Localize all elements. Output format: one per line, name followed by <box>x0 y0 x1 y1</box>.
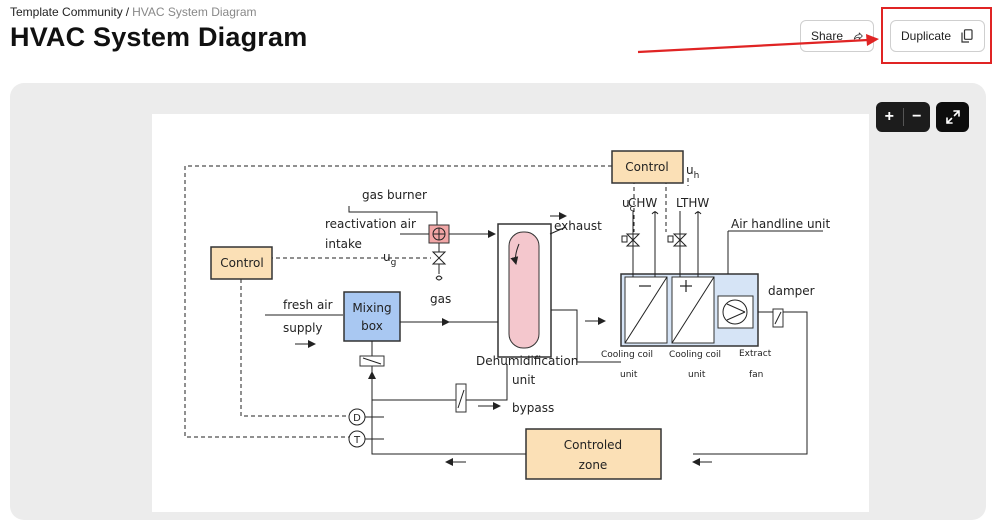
damper-label: damper <box>768 284 815 298</box>
u-g-label: ug <box>383 250 396 268</box>
page-title: HVAC System Diagram <box>10 22 308 52</box>
gas-valve-symbol <box>431 251 447 265</box>
zoom-divider <box>902 108 904 126</box>
gas-burner-label: gas burner <box>362 188 427 202</box>
lthw-label: LTHW <box>676 196 709 210</box>
breadcrumb-separator: / <box>125 5 130 19</box>
annotation-highlight-box <box>881 7 992 64</box>
fresh-air-label: fresh air <box>283 298 333 312</box>
breadcrumb-root-link[interactable]: Template Community <box>10 5 123 19</box>
svg-text:Control: Control <box>625 160 668 174</box>
copy-icon <box>961 29 973 43</box>
cooling-coil-label-2: Cooling coil <box>669 350 721 360</box>
duplicate-button[interactable]: Duplicate <box>890 20 985 52</box>
svg-text:D: D <box>353 413 361 424</box>
expand-icon <box>945 110 960 124</box>
cooling-coil-unit-2: unit <box>688 370 706 380</box>
share-button-label: Share <box>811 29 844 43</box>
breadcrumb: Template Community/HVAC System Diagram <box>10 5 257 19</box>
svg-text:Mixing: Mixing <box>352 301 391 315</box>
extract-fan-label-1: Extract <box>739 349 772 359</box>
dehumidification-label-2: unit <box>512 373 536 387</box>
svg-text:zone: zone <box>579 458 608 472</box>
hvac-diagram-svg: Control Control uh uc CHW LTHW gas burne… <box>184 150 830 480</box>
zoom-out-button[interactable]: − <box>912 108 922 125</box>
svg-text:Control: Control <box>220 256 263 270</box>
desiccant-wheel <box>508 231 540 349</box>
svg-text:box: box <box>361 319 383 333</box>
hvac-diagram: Control Control uh uc CHW LTHW gas burne… <box>152 114 869 512</box>
controlled-zone <box>525 428 662 480</box>
breadcrumb-current: HVAC System Diagram <box>132 5 257 19</box>
mixing-box <box>343 291 401 342</box>
dehumidification-unit-box <box>497 223 552 358</box>
exhaust-label: exhaust <box>554 219 602 233</box>
gas-label: gas <box>430 292 451 306</box>
share-icon <box>853 32 863 40</box>
svg-text:Controled: Controled <box>564 438 622 452</box>
intake-label: intake <box>325 237 362 251</box>
zoom-controls: + − <box>876 102 930 132</box>
svg-text:T: T <box>353 435 361 446</box>
bypass-label: bypass <box>512 401 554 415</box>
zoom-in-button[interactable]: + <box>884 108 894 125</box>
control-box-top: Control <box>611 150 684 184</box>
control-box-left: Control <box>210 246 273 280</box>
fullscreen-button[interactable] <box>936 102 969 132</box>
extract-fan-label-2: fan <box>749 370 763 380</box>
u-c-label: uc <box>622 196 635 214</box>
extract-fan-symbol <box>722 299 748 325</box>
reactivation-air-label: reactivation air <box>325 217 416 231</box>
cooling-coil-label-1: Cooling coil <box>601 350 653 360</box>
share-button[interactable]: Share <box>800 20 874 52</box>
air-handling-unit-label: Air handline unit <box>731 217 830 231</box>
u-h-label: uh <box>686 163 699 181</box>
duplicate-button-label: Duplicate <box>901 29 952 43</box>
chw-label: CHW <box>628 196 657 210</box>
dehumidification-label-1: Dehumidification <box>476 354 578 368</box>
supply-label: supply <box>283 321 323 335</box>
cooling-coil-unit-1: unit <box>620 370 638 380</box>
